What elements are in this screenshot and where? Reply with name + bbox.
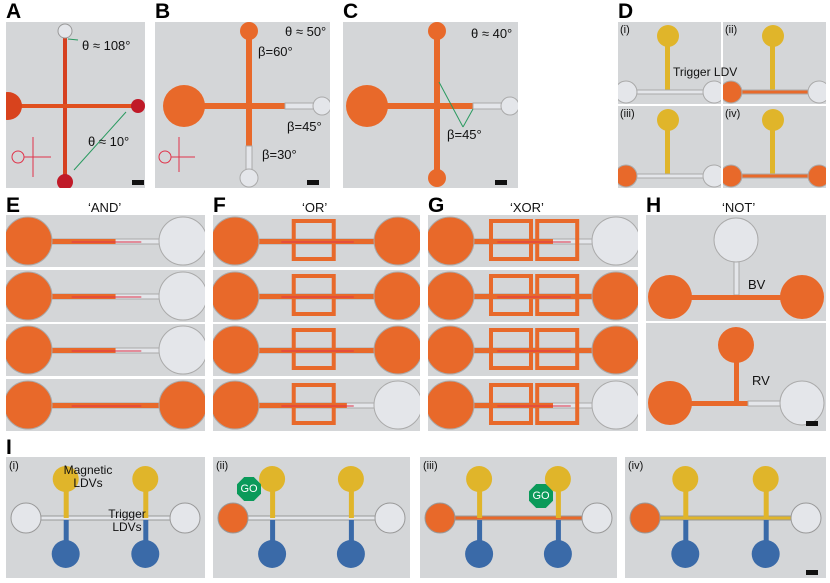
contact-angle-bottom: θ ≈ 10° bbox=[88, 134, 130, 149]
gate-title-or: ‘OR’ bbox=[302, 200, 328, 215]
gate-row-device bbox=[428, 325, 638, 375]
gate-row-device bbox=[213, 216, 420, 266]
sub-label: (ii) bbox=[216, 460, 229, 472]
gate-row-device bbox=[6, 380, 205, 429]
scale-bar bbox=[806, 421, 818, 426]
gate-row-device bbox=[428, 271, 638, 320]
panel-h-top: BV bbox=[646, 215, 826, 321]
gate-row-device bbox=[428, 216, 638, 266]
gate-row bbox=[213, 269, 420, 322]
sub-label-iii: (iii) bbox=[620, 108, 635, 120]
go-sign: GO bbox=[237, 477, 261, 501]
go-sign: GO bbox=[529, 484, 553, 508]
panel-a-image: θ ≈ 108° θ ≈ 10° bbox=[6, 22, 145, 188]
gate-row bbox=[428, 215, 638, 267]
sub-label: (i) bbox=[9, 460, 19, 472]
beta-bottom: β=30° bbox=[262, 147, 297, 162]
rv-label: RV bbox=[752, 373, 770, 388]
contact-angle-top: θ ≈ 108° bbox=[82, 38, 131, 53]
sub-label-i: (i) bbox=[620, 24, 630, 36]
panel-label-a: A bbox=[6, 0, 22, 23]
panel-label-b: B bbox=[155, 0, 171, 23]
ldv-device bbox=[723, 25, 826, 104]
gate-row bbox=[428, 269, 638, 322]
panel-label-g: G bbox=[428, 194, 445, 217]
gate-row-device bbox=[213, 325, 420, 375]
sub-label: (iv) bbox=[628, 460, 644, 472]
sub-label: (iii) bbox=[423, 460, 438, 472]
gate-row bbox=[6, 378, 205, 431]
panel-e-and-gate bbox=[6, 215, 205, 431]
gate-row-device bbox=[6, 216, 205, 266]
scale-bar bbox=[132, 180, 144, 185]
gate-row bbox=[6, 269, 205, 322]
gate-row-device bbox=[213, 271, 420, 320]
cross-device-b bbox=[158, 22, 330, 188]
panel-label-c: C bbox=[343, 0, 359, 23]
scale-bar bbox=[495, 180, 507, 185]
panel-g-xor-gate bbox=[428, 215, 638, 431]
panel-b-image: θ ≈ 50° β=60° β=45° β=30° bbox=[155, 22, 330, 188]
cross-device-a bbox=[6, 23, 145, 188]
trigger-ldv-label: Trigger LDV bbox=[673, 65, 738, 79]
gate-title-and: ‘AND’ bbox=[88, 200, 122, 215]
gate-row bbox=[6, 324, 205, 376]
gate-row-device bbox=[6, 325, 205, 375]
panel-i-1-device bbox=[10, 466, 201, 568]
panel-i-3 bbox=[420, 457, 617, 578]
gate-title-not: ‘NOT’ bbox=[722, 200, 756, 215]
gate-title-xor: ‘XOR’ bbox=[510, 200, 544, 215]
beta-top: β=60° bbox=[258, 44, 293, 59]
panel-d-ii bbox=[723, 22, 826, 104]
panel-i-2-device bbox=[217, 466, 406, 568]
scale-bar bbox=[806, 570, 818, 575]
gate-row bbox=[213, 378, 420, 431]
scale-bar bbox=[307, 180, 319, 185]
panel-label-d: D bbox=[618, 0, 634, 23]
trigger-ldvs-label: Trigger LDVs bbox=[108, 507, 146, 534]
ldv-device bbox=[723, 109, 826, 188]
panel-label-f: F bbox=[213, 194, 226, 217]
panel-i-4 bbox=[625, 457, 826, 578]
panel-d-iv bbox=[723, 106, 826, 188]
panel-h-not-gate: BV RV bbox=[646, 215, 826, 431]
panel-c-image: θ ≈ 40° β=45° bbox=[343, 22, 518, 188]
contact-angle: θ ≈ 40° bbox=[471, 26, 513, 41]
not-device-rv bbox=[648, 327, 825, 426]
gate-row-device bbox=[6, 271, 205, 320]
gate-row bbox=[6, 215, 205, 267]
panel-label-h: H bbox=[646, 194, 662, 217]
gate-row-device bbox=[428, 380, 638, 429]
gate-row-device bbox=[213, 380, 420, 429]
gate-row bbox=[213, 215, 420, 267]
panel-label-i: I bbox=[6, 436, 12, 459]
ldv-device bbox=[618, 109, 721, 188]
panel-d-i bbox=[618, 22, 721, 104]
panel-d-iii bbox=[618, 106, 721, 188]
panel-i-1 bbox=[6, 457, 205, 578]
sub-label-ii: (ii) bbox=[725, 24, 738, 36]
panel-h-bottom: RV bbox=[646, 323, 826, 431]
gate-row bbox=[213, 324, 420, 376]
gate-row bbox=[428, 324, 638, 376]
cross-device-c bbox=[346, 22, 518, 187]
gate-row bbox=[428, 378, 638, 431]
bv-label: BV bbox=[748, 277, 766, 292]
magnetic-ldvs-label: Magnetic LDVs bbox=[63, 463, 113, 490]
ldv-device bbox=[618, 25, 721, 104]
sub-label-iv: (iv) bbox=[725, 108, 741, 120]
panel-i-4-device bbox=[629, 466, 822, 568]
panel-d: (i) (ii) (iii) (iv) Trigger LDV bbox=[618, 22, 826, 188]
panel-label-e: E bbox=[6, 194, 21, 217]
panel-f-or-gate bbox=[213, 215, 420, 431]
not-device-bv bbox=[648, 217, 824, 319]
beta-right: β=45° bbox=[287, 119, 322, 134]
panel-i-3-device bbox=[424, 466, 613, 568]
panel-i-2 bbox=[213, 457, 410, 578]
beta: β=45° bbox=[447, 127, 482, 142]
contact-angle: θ ≈ 50° bbox=[285, 24, 327, 39]
